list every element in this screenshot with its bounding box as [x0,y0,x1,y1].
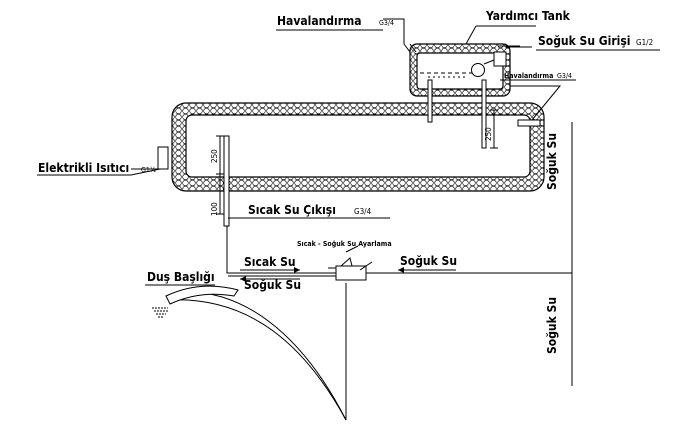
connecting-pipes [427,79,487,149]
hot-water-outlet-pipe [223,135,230,227]
cold-water-left-label: Soğuk Su [244,278,301,292]
vent-pipe [383,18,417,53]
dimension-lines [216,109,498,215]
flow-arrows [240,267,456,282]
auxiliary-tank-label: Yardımcı Tank [485,9,571,23]
dimension-250-left: 250 [210,149,219,163]
ventilation-size-label: G3/4 [379,19,394,27]
dimension-250-right: 250 [484,127,493,141]
cold-water-inlet-label: Soğuk Su Girişi [538,34,630,48]
hot-water-outlet-size-label: G3/4 [354,207,372,216]
leader-lines [37,25,660,286]
auxiliary-tank [409,43,511,97]
electric-heater [131,146,169,170]
cold-water-inlet-size-label: G1/2 [636,38,653,47]
cold-water-vertical-bottom-label: Soğuk Su [545,297,559,354]
small-vent-pipe [510,85,562,127]
mixer-label: Sıcak - Soğuk Su Ayarlama [297,240,392,248]
cold-water-vertical-top-label: Soğuk Su [545,133,559,190]
electric-heater-size-label: G1½ [141,166,156,174]
small-ventilation-label: Havalandırma [504,72,553,80]
cold-water-inlet-pipe [493,45,532,67]
shower-head [152,285,239,318]
main-tank [171,102,545,192]
electric-heater-label: Elektrikli Isıtıcı [38,161,129,175]
hot-water-label: Sıcak Su [244,255,296,269]
dimension-100: 100 [210,202,219,216]
hot-water-outlet-label: Sıcak Su Çıkışı [248,203,336,217]
shower-head-label: Duş Başlığı [147,270,215,284]
mixer-valve [328,245,373,281]
cold-water-right-label: Soğuk Su [400,254,457,268]
small-ventilation-size-label: G3/4 [557,72,572,80]
ventilation-label: Havalandırma [277,14,362,28]
